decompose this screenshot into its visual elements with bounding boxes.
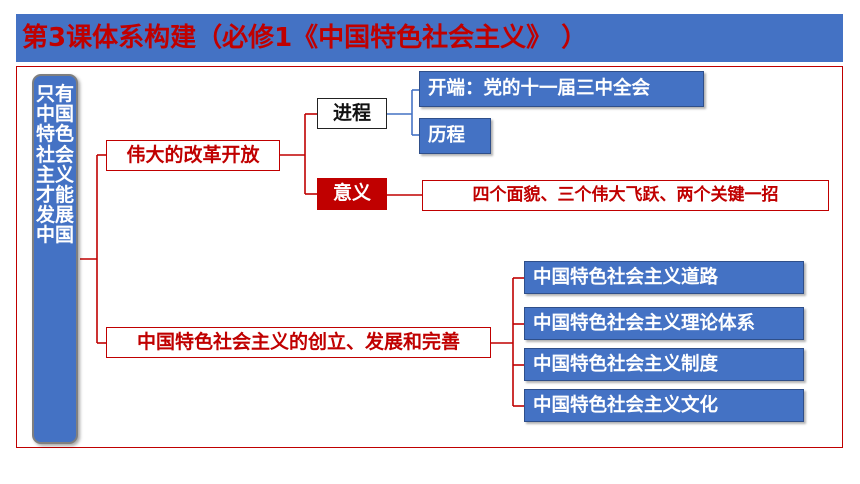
title-bar (16, 14, 843, 62)
significance-note: 四个面貌、三个伟大飞跃、两个关键一招 (422, 180, 829, 211)
process-item-start: 开端：党的十一届三中全会 (419, 71, 704, 107)
socialism-item-system: 中国特色社会主义制度 (524, 348, 804, 381)
socialism-node: 中国特色社会主义的创立、发展和完善 (106, 327, 491, 358)
socialism-item-culture: 中国特色社会主义文化 (524, 389, 804, 422)
socialism-item-theory: 中国特色社会主义理论体系 (524, 307, 804, 340)
process-node: 进程 (317, 98, 387, 129)
process-item-course: 历程 (419, 118, 491, 154)
significance-node: 意义 (317, 178, 387, 210)
root-node (32, 74, 78, 444)
page-title: 第3课体系构建（必修1《中国特色社会主义》 ） (22, 23, 588, 53)
root-label: 只有中国特色社会主义才能发展中国 (35, 83, 74, 247)
reform-node: 伟大的改革开放 (106, 140, 280, 171)
socialism-item-path: 中国特色社会主义道路 (524, 261, 804, 294)
diagram-frame (16, 66, 843, 448)
